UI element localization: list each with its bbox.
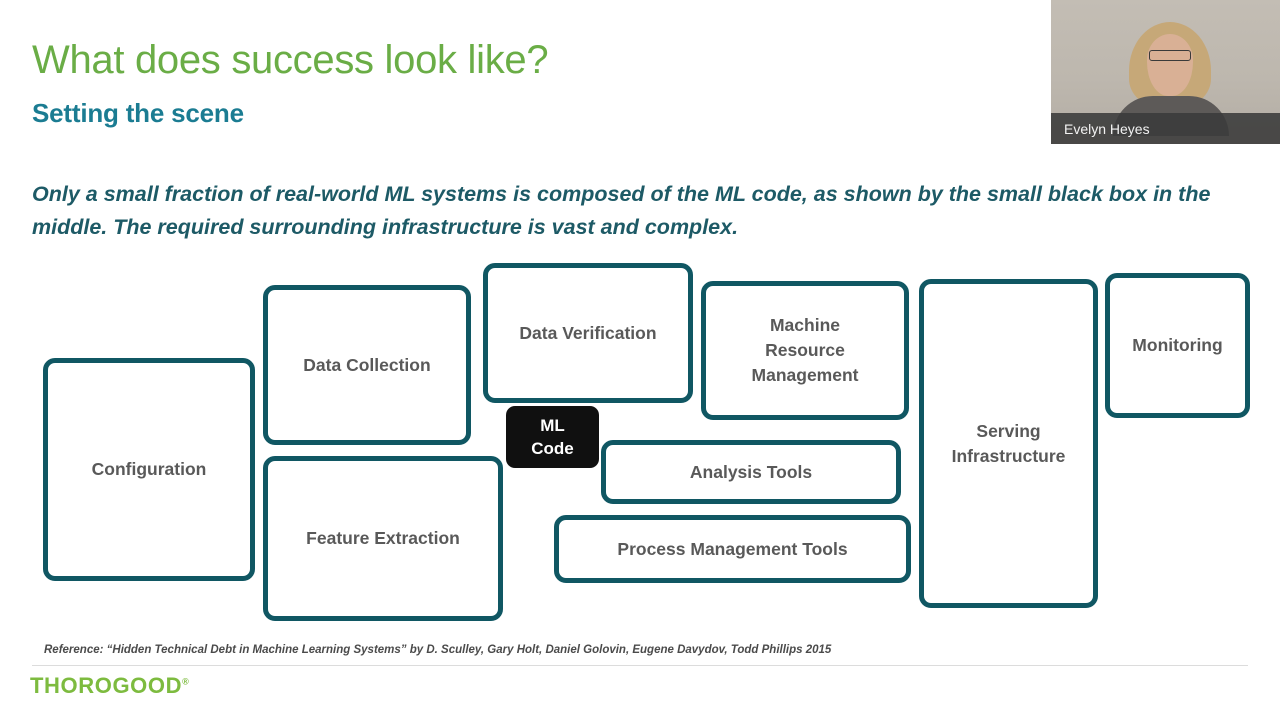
page-subtitle: Setting the scene [32, 98, 244, 128]
diagram-node-label: Data Collection [303, 354, 431, 375]
registered-trademark-icon: ® [182, 676, 190, 687]
reference-citation: Reference: “Hidden Technical Debt in Mac… [44, 644, 832, 656]
diagram-node-label: Monitoring [1132, 335, 1223, 355]
diagram-node-label: Data Verification [519, 322, 657, 343]
webcam-person-face [1147, 34, 1193, 96]
diagram-node-feature-extraction: Feature Extraction [263, 456, 503, 621]
diagram-node-process-management-tools: Process Management Tools [554, 515, 911, 583]
participant-name-label: Evelyn Heyes [1064, 120, 1150, 137]
footer-divider [32, 665, 1248, 666]
lead-paragraph: Only a small fraction of real-world ML s… [32, 182, 1211, 239]
glasses-icon [1149, 50, 1191, 61]
diagram-node-data-verification: Data Verification [483, 263, 693, 403]
thorogood-logo: THOROGOOD® [30, 673, 189, 699]
diagram-node-label: Process Management Tools [617, 538, 848, 559]
diagram-node-data-collection: Data Collection [263, 285, 471, 445]
diagram-node-label: Feature Extraction [306, 528, 460, 548]
diagram-node-label: Configuration [91, 459, 207, 479]
webcam-name-bar: Evelyn Heyes [1051, 113, 1280, 144]
diagram-node-label: Analysis Tools [689, 461, 813, 482]
webcam-video-tile[interactable]: Evelyn Heyes [1051, 0, 1280, 144]
diagram-node-configuration: Configuration [43, 358, 255, 581]
logo-wordmark: THOROGOOD [30, 673, 183, 698]
page-title: What does success look like? [32, 38, 549, 82]
diagram-node-monitoring: Monitoring [1105, 273, 1250, 418]
diagram-node-analysis-tools: Analysis Tools [601, 440, 901, 504]
